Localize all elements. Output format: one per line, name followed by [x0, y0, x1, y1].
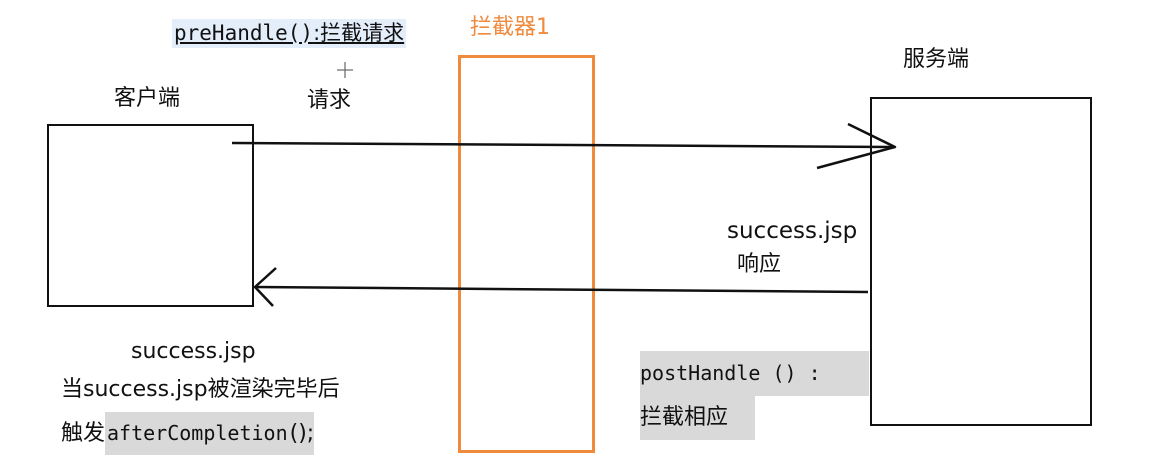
response-page-label: success.jsp — [727, 218, 858, 244]
after-trigger-code: afterCompletion — [105, 412, 290, 455]
prehandle-text: :拦截请求 — [313, 21, 405, 45]
request-arrow-line — [231, 141, 896, 149]
response-arrow-head — [253, 267, 277, 307]
server-label: 服务端 — [903, 47, 970, 72]
prehandle-note: preHandle():拦截请求 — [172, 19, 407, 48]
cursor-mark — [337, 62, 353, 78]
request-label: 请求 — [307, 88, 352, 113]
server-box — [870, 97, 1092, 426]
after-trigger-prefix: 触发 — [61, 421, 106, 446]
response-arrow-line — [254, 285, 869, 294]
interceptor-box — [458, 55, 595, 453]
client-box — [47, 124, 254, 307]
after-trigger-suffix: (); — [289, 412, 315, 455]
posthandle-text: 拦截相应 — [640, 396, 755, 440]
after-page-label: success.jsp — [131, 339, 256, 364]
interceptor-label: 拦截器1 — [470, 15, 550, 40]
prehandle-code: preHandle() — [174, 21, 314, 45]
client-label: 客户端 — [114, 86, 181, 111]
request-arrow-head — [816, 122, 897, 170]
after-rendered-line: 当success.jsp被渲染完毕后 — [61, 377, 340, 402]
response-label: 响应 — [737, 252, 782, 277]
posthandle-code: postHandle () : — [640, 351, 869, 396]
